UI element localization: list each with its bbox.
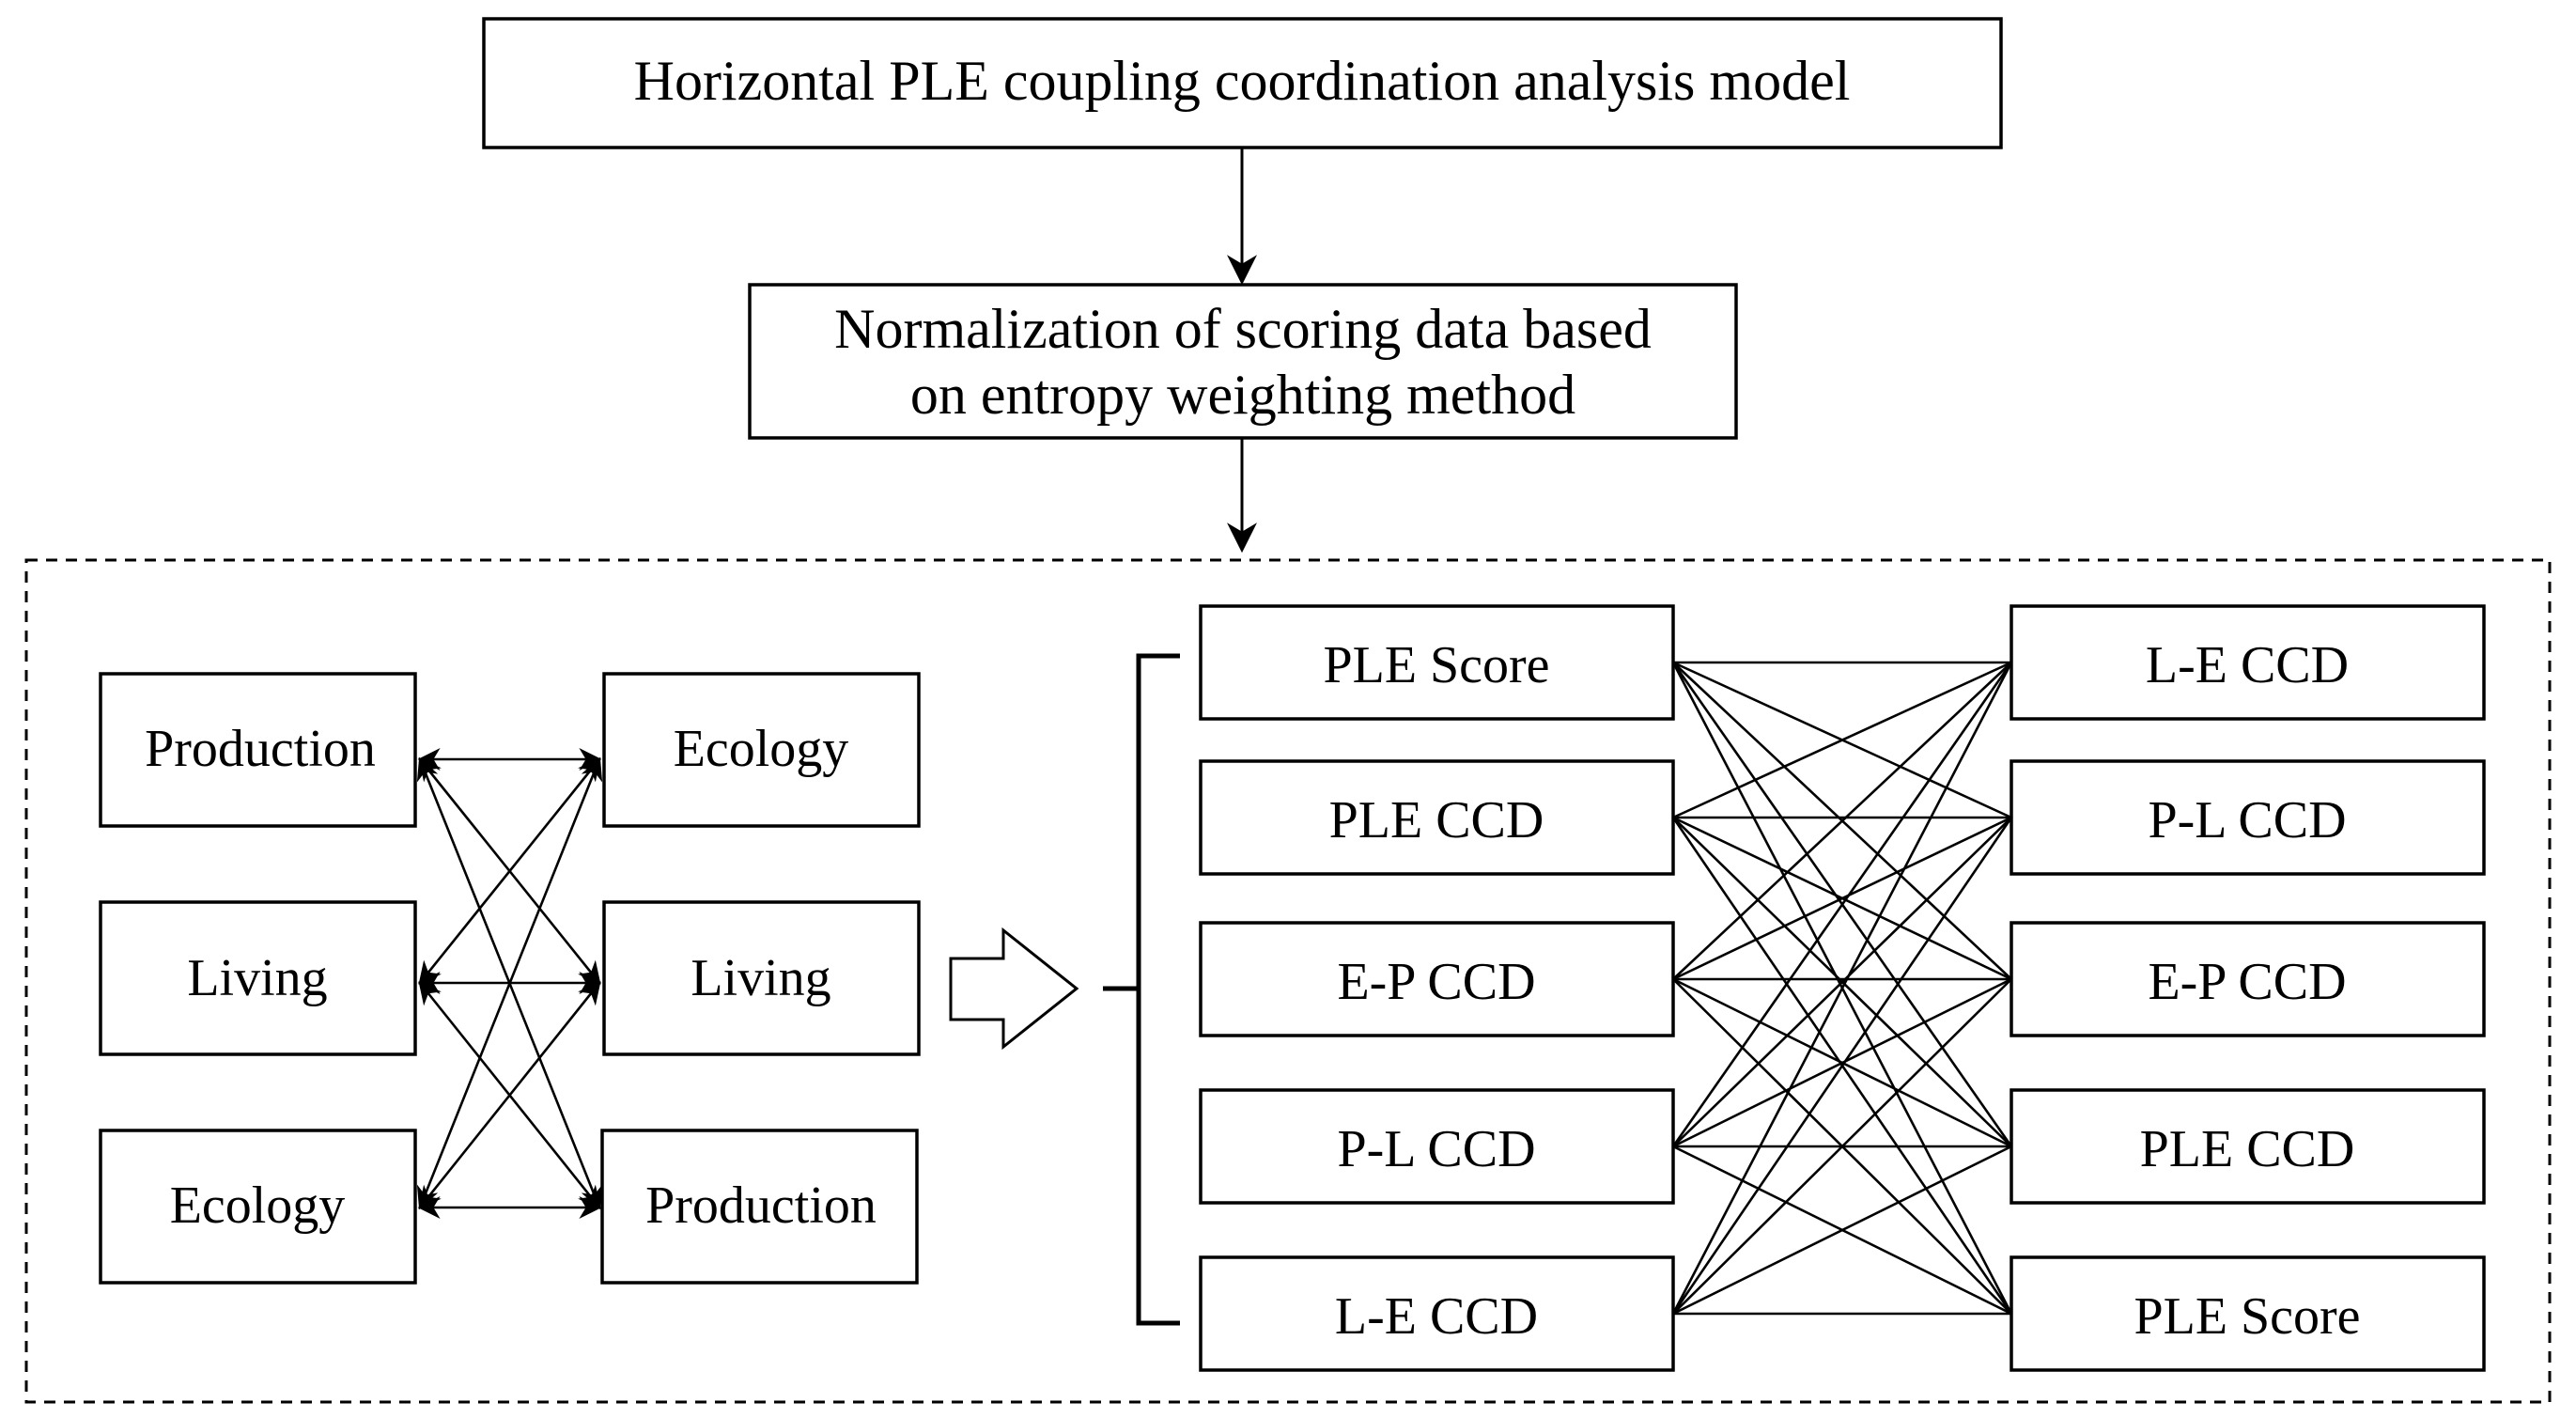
middle-box-ecology: Ecology xyxy=(674,720,849,778)
left-box-ecology: Ecology xyxy=(170,1176,346,1235)
rr-box-ple-score: PLE Score xyxy=(2134,1287,2360,1346)
dashed-container xyxy=(24,558,2552,1404)
rr-box-ep-ccd: E-P CCD xyxy=(2148,953,2346,1011)
title-text: Horizontal PLE coupling coordination ana… xyxy=(634,50,1851,112)
bracket xyxy=(1103,653,1180,1326)
normalization-line-2: on entropy weighting method xyxy=(910,364,1575,426)
right-right-column: L-E CCD P-L CCD E-P CCD PLE CCD PLE Scor… xyxy=(2010,604,2486,1372)
right-link-4-3 xyxy=(1672,1145,2012,1316)
rl-box-le-ccd: L-E CCD xyxy=(1335,1287,1538,1346)
rr-box-le-ccd: L-E CCD xyxy=(2146,636,2349,694)
right-link-1-0 xyxy=(1672,661,2012,819)
rl-box-ple-score: PLE Score xyxy=(1323,636,1549,694)
rl-box-pl-ccd: P-L CCD xyxy=(1337,1120,1535,1178)
right-link-3-1 xyxy=(1672,817,2012,1147)
left-column: Production Living Ecology xyxy=(99,672,417,1285)
left-box-living: Living xyxy=(187,949,327,1007)
right-link-2-1 xyxy=(1672,816,2012,981)
rr-box-ple-ccd: PLE CCD xyxy=(2140,1120,2355,1178)
right-link-3-2 xyxy=(1672,977,2012,1148)
left-link-2-1 xyxy=(418,981,601,1209)
right-cross-links xyxy=(1671,661,2013,1316)
hollow-arrow-icon xyxy=(949,927,1079,1051)
right-link-3-0 xyxy=(1671,662,2013,1147)
title-box: Horizontal PLE coupling coordination ana… xyxy=(482,17,2003,149)
right-left-column: PLE Score PLE CCD E-P CCD P-L CCD L-E CC… xyxy=(1199,604,1675,1372)
rl-box-ep-ccd: E-P CCD xyxy=(1337,953,1535,1011)
normalization-box: Normalization of scoring data based on e… xyxy=(748,283,1738,440)
right-link-4-2 xyxy=(1672,978,2012,1315)
rr-box-pl-ccd: P-L CCD xyxy=(2148,791,2346,849)
right-link-4-1 xyxy=(1671,817,2013,1315)
left-cross-links xyxy=(416,748,603,1219)
right-link-2-0 xyxy=(1672,662,2012,980)
right-link-4-0 xyxy=(1671,662,2013,1315)
middle-box-living: Living xyxy=(691,949,830,1007)
rl-box-ple-ccd: PLE CCD xyxy=(1329,791,1544,849)
left-box-production: Production xyxy=(145,720,376,778)
middle-box-production: Production xyxy=(645,1176,877,1235)
normalization-line-1: Normalization of scoring data based xyxy=(834,298,1652,360)
middle-column: Ecology Living Production xyxy=(600,672,921,1285)
